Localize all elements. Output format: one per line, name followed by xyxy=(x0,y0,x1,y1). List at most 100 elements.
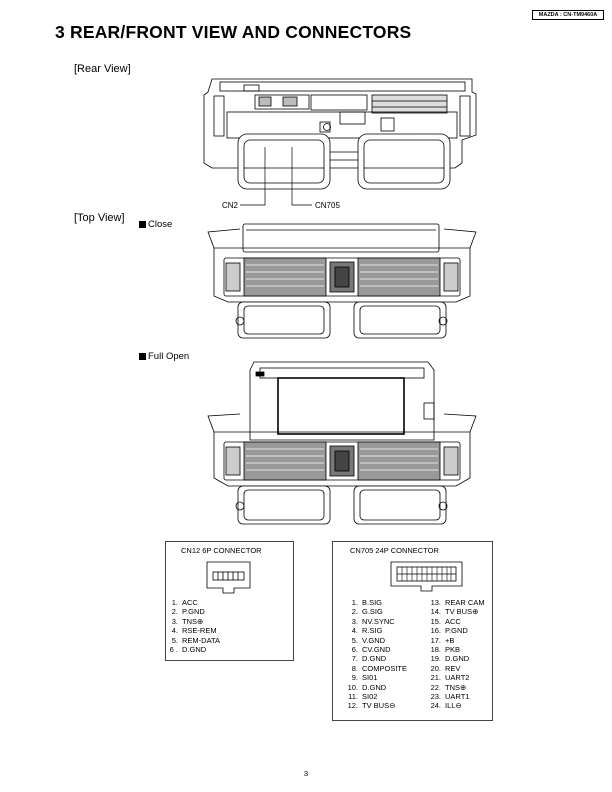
pin-number: 10. xyxy=(347,682,358,692)
list-item: 14. TV BUS⊕ xyxy=(423,607,485,616)
list-item: 7. D.GND xyxy=(340,654,407,663)
pin-number: 3. xyxy=(171,616,178,626)
top-view-close-drawing xyxy=(207,223,477,339)
pin-number: 3. xyxy=(351,616,358,626)
list-item: 4. R.SIG xyxy=(340,626,407,635)
pin-name: V.GND xyxy=(362,635,386,645)
pin-number: 16. xyxy=(430,626,441,636)
pin-number: 15. xyxy=(430,616,441,626)
pin-name: B.SIG xyxy=(362,598,383,607)
pin-name: SI02 xyxy=(362,692,378,702)
bullet-square-icon xyxy=(139,352,146,360)
pin-number: 17. xyxy=(430,635,441,645)
pin-number: 7. xyxy=(351,654,358,664)
close-label: Close xyxy=(139,219,172,230)
full-open-label-text: Full Open xyxy=(148,351,190,362)
close-label-text: Close xyxy=(148,219,173,230)
pin-number: 2. xyxy=(351,607,358,617)
cn705-callout-label: CN705 xyxy=(315,201,340,210)
list-item: 6 .D.GND xyxy=(164,645,220,654)
pin-name: D.GND xyxy=(362,654,387,664)
pin-number: 6 . xyxy=(169,645,178,655)
pin-name: REV xyxy=(445,663,461,673)
pin-name: G.SIG xyxy=(362,607,383,617)
cn2-callout-label: CN2 xyxy=(222,201,239,210)
pin-number: 4. xyxy=(351,626,358,636)
pin-number: 18. xyxy=(430,645,441,655)
list-item: 5. V.GND xyxy=(340,636,407,645)
model-label: MAZDA : CN-TM9460A xyxy=(532,10,604,20)
pin-name: NV.SYNC xyxy=(362,616,395,626)
pin-name: ILL⊖ xyxy=(445,701,462,711)
list-item: 10. D.GND xyxy=(340,683,407,692)
pin-number: 5. xyxy=(171,635,178,645)
pin-number: 13. xyxy=(430,598,441,607)
pin-name: ACC xyxy=(182,598,198,607)
list-item: 15. ACC xyxy=(423,617,485,626)
pin-number: 20. xyxy=(430,663,441,673)
pin-number: 24. xyxy=(430,701,441,711)
list-item: 19. D.GND xyxy=(423,654,485,663)
pin-name: TNS⊕ xyxy=(182,616,204,626)
list-item: 17. +B xyxy=(423,636,485,645)
top-view-label: [Top View] xyxy=(74,212,125,224)
list-item: 5.REM-DATA xyxy=(164,636,220,645)
list-item: 13. REAR CAM xyxy=(423,598,485,607)
list-item: 1. ACC xyxy=(164,598,220,607)
pin-name: UART2 xyxy=(445,673,470,683)
pin-name: D.GND xyxy=(362,682,387,692)
pin-number: 21. xyxy=(430,673,441,683)
list-item: 11. SI02 xyxy=(340,692,407,701)
pin-name: TV BUS⊕ xyxy=(445,607,479,617)
list-item: 2.P.GND xyxy=(164,607,220,616)
top-view-full-open-drawing xyxy=(207,361,477,525)
pin-name: R.SIG xyxy=(362,626,383,636)
pin-name: CV.GND xyxy=(362,645,391,655)
pin-name: ACC xyxy=(445,616,461,626)
pin-number: 5. xyxy=(351,635,358,645)
pin-number: 9. xyxy=(351,673,358,683)
list-item: 24. ILL⊖ xyxy=(423,701,485,710)
cn12-pin-list: 1. ACC 2.P.GND 3. TNS⊕ 4. RSE-REM 5.REM-DAT… xyxy=(164,598,220,654)
pin-number: 1. xyxy=(351,598,358,607)
list-item: 22.TNS⊕ xyxy=(423,683,485,692)
rear-view-label: [Rear View] xyxy=(74,63,131,75)
pin-name: +B xyxy=(445,635,455,645)
list-item: 9.SI01 xyxy=(340,673,407,682)
pin-number: 11. xyxy=(348,692,358,702)
list-item: 21. UART2 xyxy=(423,673,485,682)
cn705-pin-list-right: 13. REAR CAM 14. TV BUS⊕ 15. ACC 16. P.GND 1… xyxy=(423,598,485,711)
list-item: 2. G.SIG xyxy=(340,607,407,616)
list-item: 23.UART1 xyxy=(423,692,485,701)
pin-number: 8. xyxy=(351,663,358,673)
rear-view-drawing xyxy=(203,78,477,206)
pin-name: RSE-REM xyxy=(182,626,217,636)
cn705-title: CN705 24P CONNECTOR xyxy=(350,546,439,555)
cn705-connector-box xyxy=(332,541,493,721)
bullet-square-icon xyxy=(139,220,146,228)
pin-number: 12. xyxy=(347,701,358,711)
list-item: 8. COMPOSITE xyxy=(340,664,407,673)
list-item: 1. B.SIG xyxy=(340,598,407,607)
pin-number: 1. xyxy=(171,598,178,607)
pin-name: UART1 xyxy=(445,692,470,702)
list-item: 3. TNS⊕ xyxy=(164,617,220,626)
pin-number: 4. xyxy=(171,626,178,636)
pin-number: 19. xyxy=(430,654,441,664)
pin-name: COMPOSITE xyxy=(362,663,408,673)
pin-name: TNS⊕ xyxy=(445,682,467,692)
list-item: 16. P.GND xyxy=(423,626,485,635)
list-item: 18. PKB xyxy=(423,645,485,654)
cn12-title: CN12 6P CONNECTOR xyxy=(181,546,262,555)
pin-name: P.GND xyxy=(182,607,205,617)
list-item: 6. CV.GND xyxy=(340,645,407,654)
pin-name: P.GND xyxy=(445,626,468,636)
pin-name: D.GND xyxy=(445,654,470,664)
pin-number: 14. xyxy=(430,607,441,617)
list-item: 20. REV xyxy=(423,664,485,673)
pin-number: 6. xyxy=(351,645,358,655)
pin-name: PKB xyxy=(445,645,461,655)
cn12-connector-box xyxy=(165,541,294,661)
pin-name: REAR CAM xyxy=(445,598,485,607)
full-open-label: Full Open xyxy=(139,351,189,362)
